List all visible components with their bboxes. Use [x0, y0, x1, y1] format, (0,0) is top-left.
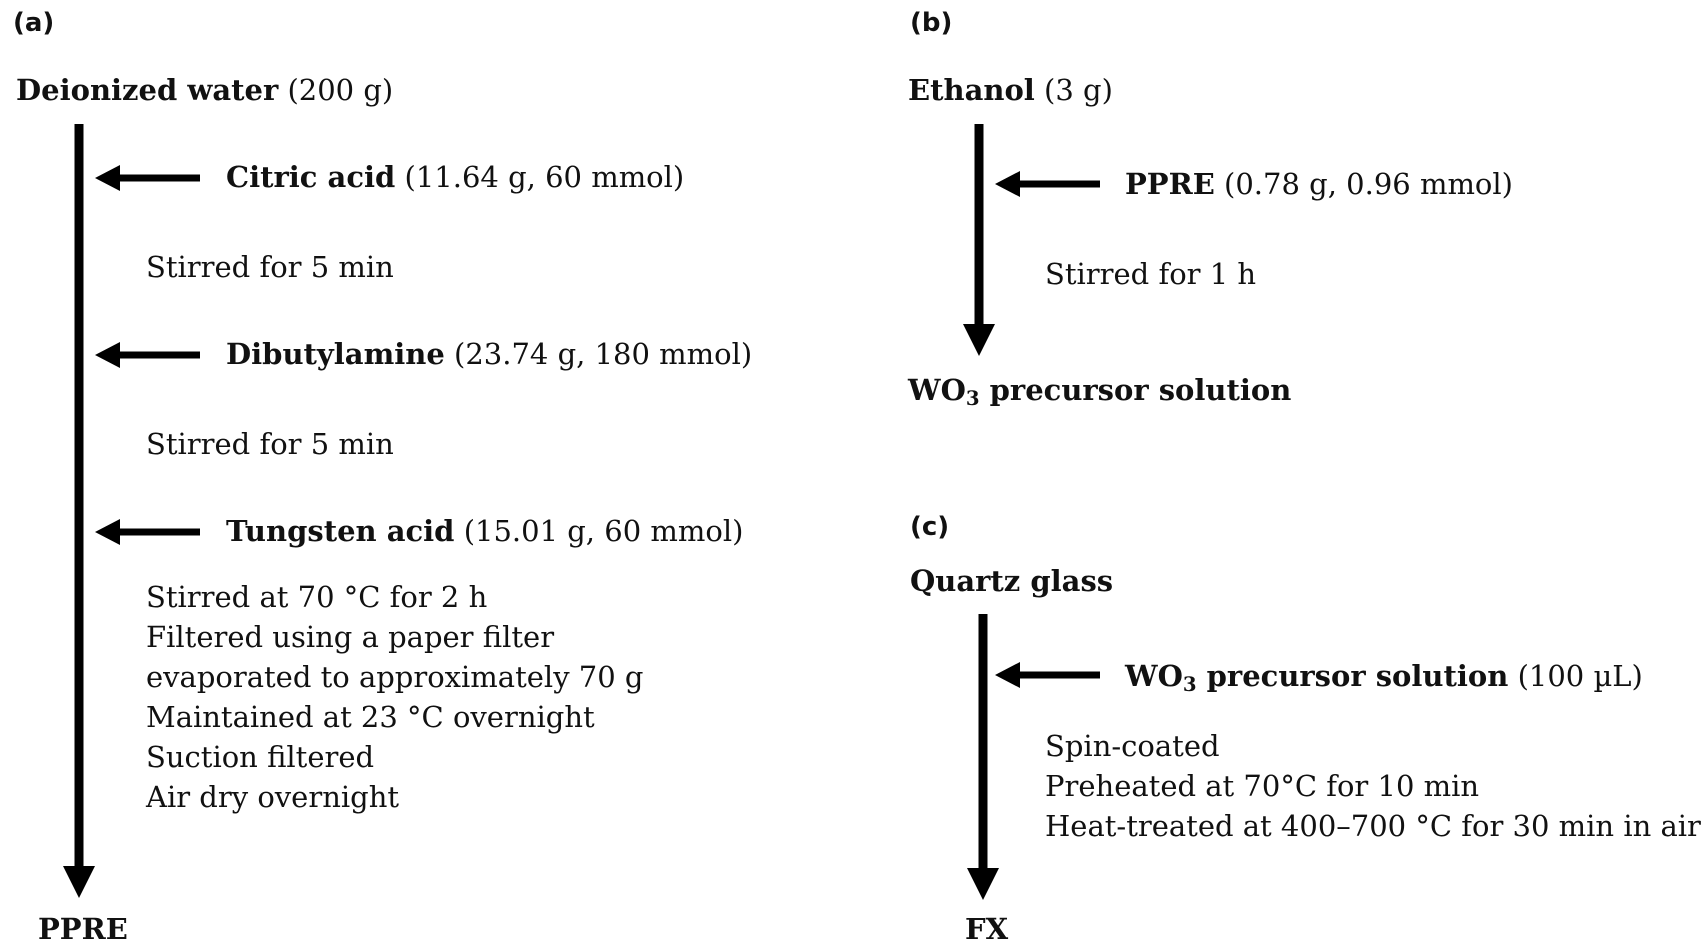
panel-c-addition: WO3 precursor solution (100 µL)	[1125, 659, 1643, 696]
panel-a-start: Deionized water (200 g)	[16, 76, 393, 105]
panel-c-label: (c)	[910, 512, 950, 542]
panel-a-step-3-2: Filtered using a paper filter	[146, 620, 555, 654]
panel-b-start: Ethanol (3 g)	[908, 76, 1113, 105]
panel-b-addition: PPRE (0.78 g, 0.96 mmol)	[1125, 170, 1513, 199]
panel-a-addition-3: Tungsten acid (15.01 g, 60 mmol)	[226, 517, 743, 546]
panel-a-step-3-6: Air dry overnight	[146, 780, 400, 814]
panel-c-main-arrow	[967, 614, 999, 900]
panel-b-start-amount: (3 g)	[1044, 73, 1113, 107]
panel-a-step-3-3: evaporated to approximately 70 g	[146, 660, 644, 694]
panel-b-addition-amount: (0.78 g, 0.96 mmol)	[1224, 167, 1513, 201]
panel-c-add-arrow	[995, 662, 1100, 688]
panel-a-step-3-4: Maintained at 23 °C overnight	[146, 700, 595, 734]
panel-b-add-arrow	[995, 171, 1100, 197]
panel-c-step-3: Heat-treated at 400–700 °C for 30 min in…	[1045, 809, 1701, 843]
panel-c-addition-suffix: precursor solution	[1196, 659, 1509, 693]
panel-a-addition-2: Dibutylamine (23.74 g, 180 mmol)	[226, 340, 752, 369]
panel-a-step-2: Stirred for 5 min	[146, 427, 394, 461]
panel-c-step-2: Preheated at 70°C for 10 min	[1045, 769, 1480, 803]
panel-b-product: WO3 precursor solution	[908, 373, 1292, 408]
panel-b-product-suffix: precursor solution	[979, 373, 1292, 407]
panel-a-add-arrow-1	[95, 165, 200, 191]
panel-a-step-3-5: Suction filtered	[146, 740, 375, 774]
panel-b-start-name: Ethanol	[908, 73, 1035, 107]
panel-a-add-arrow-2	[95, 342, 200, 368]
panel-b-product-prefix: WO	[908, 373, 966, 407]
panel-a-addition-1: Citric acid (11.64 g, 60 mmol)	[226, 163, 684, 192]
panel-c-addition-name: WO3 precursor solution	[1125, 659, 1509, 696]
panel-a-start-amount: (200 g)	[287, 73, 394, 107]
panel-a-addition-3-amount: (15.01 g, 60 mmol)	[463, 514, 744, 548]
panel-b-addition-name: PPRE	[1125, 167, 1215, 201]
panel-a-addition-2-name: Dibutylamine	[226, 337, 445, 371]
panel-b-main-arrow	[963, 124, 995, 356]
panel-a-step-3-1: Stirred at 70 °C for 2 h	[146, 580, 488, 614]
panel-b-product-subscript: 3	[965, 385, 980, 410]
panel-c-step-1: Spin-coated	[1045, 729, 1220, 763]
panel-a-addition-1-name: Citric acid	[226, 160, 396, 194]
panel-c-start: Quartz glass	[910, 564, 1114, 598]
panel-a-label: (a)	[13, 8, 55, 38]
panel-c-product: FX	[965, 912, 1009, 946]
panel-a-step-list: Stirred at 70 °C for 2 h Filtered using …	[146, 577, 643, 817]
panel-a-addition-2-amount: (23.74 g, 180 mmol)	[454, 337, 753, 371]
panel-a-main-arrow	[63, 124, 95, 898]
panel-a-start-name: Deionized water	[16, 73, 279, 107]
panel-b-label: (b)	[910, 8, 953, 38]
panel-c-addition-prefix: WO	[1125, 659, 1183, 693]
panel-a-addition-3-name: Tungsten acid	[226, 514, 455, 548]
panel-a-add-arrow-3	[95, 519, 200, 545]
panel-a-addition-1-amount: (11.64 g, 60 mmol)	[404, 160, 685, 194]
panel-c-step-list: Spin-coated Preheated at 70°C for 10 min…	[1045, 726, 1701, 846]
panel-a-product: PPRE	[38, 912, 128, 946]
panel-b-step: Stirred for 1 h	[1045, 257, 1257, 291]
panel-a-step-1: Stirred for 5 min	[146, 250, 394, 284]
panel-c-addition-subscript: 3	[1182, 671, 1197, 696]
panel-c-addition-amount: (100 µL)	[1517, 659, 1643, 693]
